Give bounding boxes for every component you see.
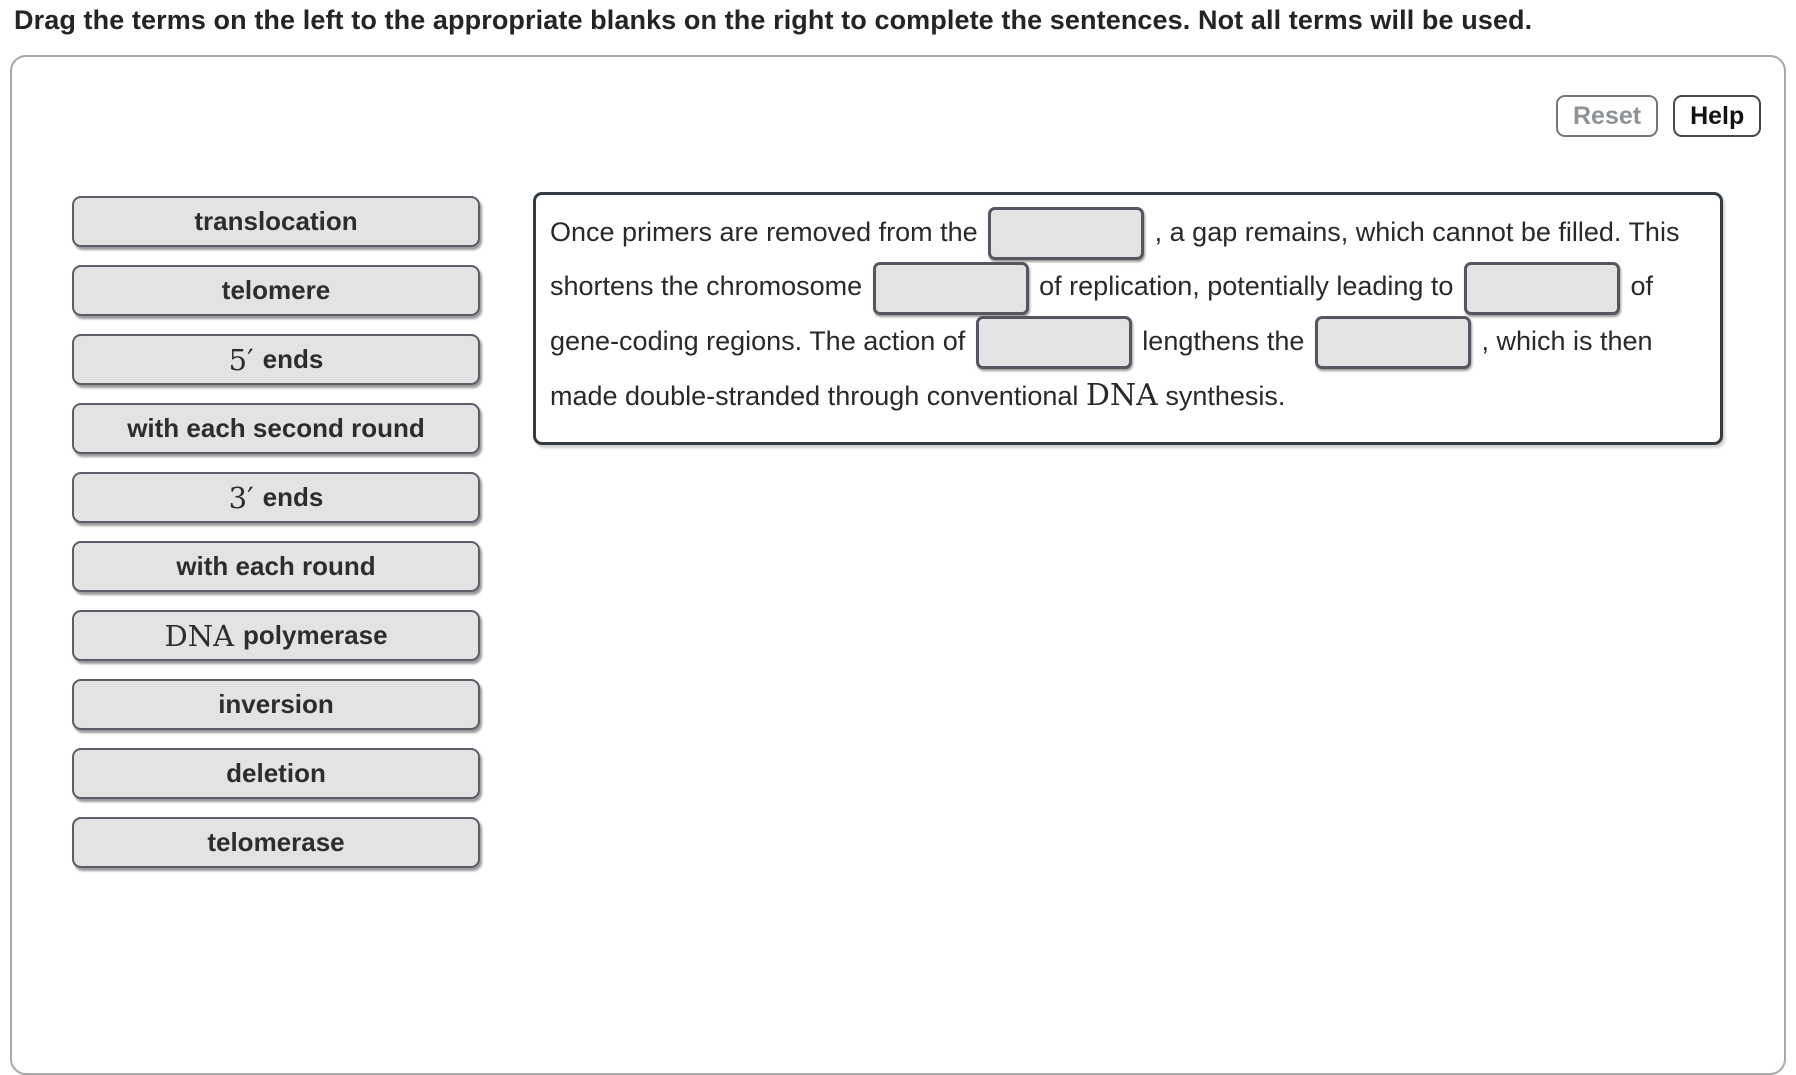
sentence-text: , a gap remains, which cannot be filled.…: [550, 217, 1687, 302]
term-chip-label: with each round: [176, 551, 376, 581]
sentence-text: synthesis.: [1157, 381, 1286, 412]
terms-column: translocation telomere 5′ ends with each sec…: [72, 196, 480, 868]
term-chip[interactable]: deletion: [72, 748, 480, 799]
term-chip[interactable]: telomere: [72, 265, 480, 316]
term-chip[interactable]: 3′ ends: [72, 472, 480, 523]
term-math-label: 5′: [228, 342, 254, 377]
answer-blank[interactable]: [988, 207, 1145, 261]
help-button[interactable]: Help: [1673, 95, 1762, 137]
answer-blank[interactable]: [975, 316, 1132, 370]
sentence-text: lengthens the: [1134, 325, 1312, 356]
term-chip[interactable]: with each round: [72, 541, 480, 592]
sentence-text: , which is then made double-stranded thr…: [550, 325, 1661, 412]
term-chip[interactable]: translocation: [72, 196, 480, 247]
sentence-text: of gene-coding regions. The action of: [550, 271, 1661, 356]
term-chip[interactable]: with each second round: [72, 403, 480, 454]
term-chip-label: telomerase: [207, 827, 345, 857]
sentence-text: of replication, potentially leading to: [1031, 271, 1461, 302]
term-chip[interactable]: telomerase: [72, 817, 480, 868]
sentence-box: Once primers are removed from the , a ga…: [533, 192, 1723, 445]
term-chip[interactable]: inversion: [72, 679, 480, 730]
term-chip-label: with each second round: [127, 413, 425, 443]
term-chip-label: polymerase: [243, 620, 388, 650]
term-math-label: DNA: [164, 618, 235, 653]
term-chip-label: deletion: [226, 758, 326, 788]
term-chip[interactable]: 5′ ends: [72, 334, 480, 385]
answer-blank[interactable]: [1463, 261, 1620, 315]
term-chip-label: translocation: [194, 206, 358, 236]
sentence-text: Once primers are removed from the: [550, 217, 986, 247]
term-chip[interactable]: DNA polymerase: [72, 610, 480, 661]
toolbar: Reset Help: [1556, 95, 1762, 137]
reset-button[interactable]: Reset: [1556, 95, 1659, 137]
answer-blank[interactable]: [1314, 316, 1471, 370]
term-math-label: 3′: [228, 480, 254, 515]
answer-blank[interactable]: [872, 261, 1029, 315]
term-chip-label: ends: [262, 344, 324, 374]
term-chip-label: ends: [262, 482, 324, 512]
instruction-text: Drag the terms on the left to the approp…: [14, 5, 1533, 35]
term-chip-label: inversion: [218, 689, 334, 719]
term-chip-label: telomere: [221, 275, 331, 305]
sentence-math-text: DNA: [1085, 378, 1158, 414]
